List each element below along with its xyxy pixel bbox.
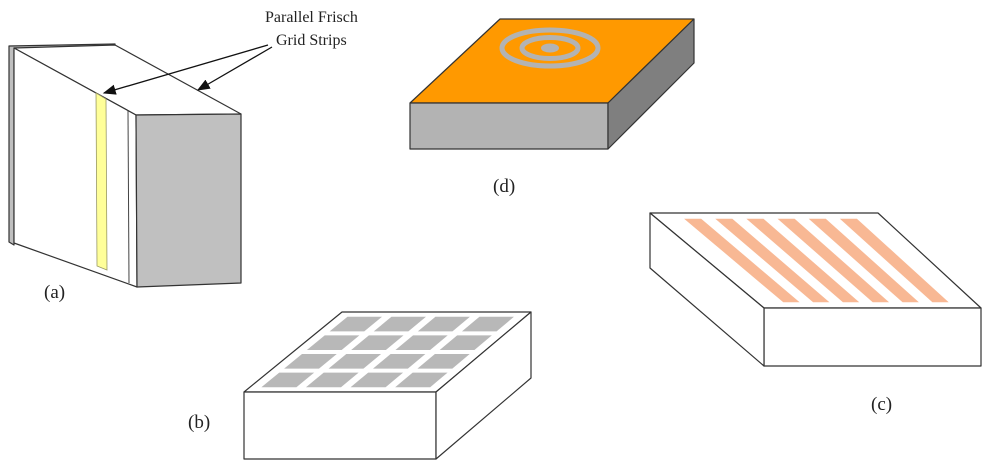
label-a: (a) bbox=[44, 282, 65, 303]
detector-d-front-face bbox=[409, 102, 609, 150]
detector-a-strip-line bbox=[127, 110, 130, 284]
pixel-pad bbox=[417, 316, 470, 332]
electrode-strip bbox=[715, 218, 830, 303]
detector-a-end-face bbox=[135, 113, 242, 288]
annotation-arrows bbox=[102, 44, 273, 95]
electrode-strip bbox=[777, 218, 890, 303]
pixel-pad bbox=[395, 335, 448, 350]
electrode-strip bbox=[684, 218, 800, 303]
pixel-pad bbox=[417, 354, 470, 369]
detector-b-pixel-grid bbox=[261, 316, 514, 388]
detector-c-side-face bbox=[649, 212, 765, 367]
pixel-pad bbox=[351, 335, 404, 350]
ring-middle bbox=[519, 35, 581, 61]
detector-c bbox=[649, 212, 982, 367]
pixel-pad bbox=[350, 372, 404, 388]
label-d: (d) bbox=[493, 176, 515, 197]
pixel-pad bbox=[439, 335, 492, 350]
detector-b-front-face bbox=[243, 391, 437, 460]
annotation-line1: Parallel Frisch bbox=[265, 9, 358, 26]
pixel-pad bbox=[329, 316, 382, 332]
detector-c-strips bbox=[684, 218, 949, 303]
label-c: (c) bbox=[871, 394, 892, 415]
detector-b-side-face bbox=[435, 311, 532, 460]
pixel-pad bbox=[284, 354, 337, 369]
detector-c-front-face bbox=[763, 307, 982, 367]
arrow-to-front-strip bbox=[102, 44, 269, 95]
detector-a-frisch-strip bbox=[95, 92, 108, 271]
arrow-to-top-strip bbox=[196, 46, 273, 91]
ring-outer bbox=[499, 27, 601, 69]
pixel-pad bbox=[373, 316, 426, 332]
label-b: (b) bbox=[188, 412, 210, 433]
detector-a bbox=[8, 43, 242, 288]
electrode-strip bbox=[839, 218, 949, 303]
detector-d-rings bbox=[499, 27, 601, 69]
pixel-pad bbox=[261, 372, 315, 388]
detector-d bbox=[409, 18, 695, 150]
pixel-pad bbox=[461, 316, 514, 332]
pixel-pad bbox=[328, 354, 382, 369]
pixel-pad bbox=[305, 372, 359, 388]
annotation-line2: Grid Strips bbox=[276, 32, 347, 49]
ring-inner bbox=[541, 43, 559, 53]
pixel-pad bbox=[373, 354, 426, 369]
detector-d-side-face bbox=[607, 18, 695, 150]
pixel-pad bbox=[306, 335, 360, 350]
detector-b bbox=[243, 311, 532, 460]
pixel-pad bbox=[395, 372, 448, 388]
electrode-strip bbox=[746, 218, 860, 303]
electrode-strip bbox=[808, 218, 919, 303]
